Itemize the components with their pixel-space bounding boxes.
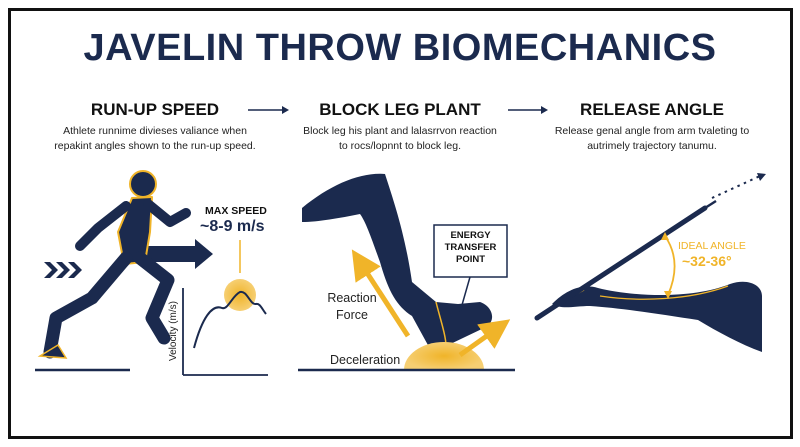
- block-leg-plant-description: Block leg his plant and lalasrrvon react…: [270, 124, 530, 154]
- description-line: Release genal angle from arm tvaleting t…: [554, 125, 750, 137]
- runner-figure: [37, 170, 191, 359]
- energy-label-line: POINT: [455, 254, 486, 265]
- release-angle-title: RELEASE ANGLE: [580, 100, 724, 119]
- energy-transfer-box: [433, 224, 508, 278]
- reaction-label-line: Reaction: [327, 291, 377, 305]
- deceleration-label: Deceleration: [330, 353, 401, 367]
- reaction-label-line: Force: [336, 308, 368, 322]
- page-title: JAVELIN THROW BIOMECHANICS: [83, 27, 717, 69]
- chevrons-icon: [44, 262, 82, 278]
- velocity-curve: [193, 290, 267, 349]
- description-line: Block leg his plant and lalasrrvon react…: [303, 125, 497, 137]
- energy-label-line: TRANSFER: [444, 242, 497, 253]
- block-leg-plant-title: BLOCK LEG PLANT: [319, 100, 481, 119]
- ideal-angle-label: IDEAL ANGLE: [678, 240, 746, 252]
- reaction-arrow-icon: [351, 249, 411, 338]
- description-line: repakint angles shown to the run-up spee…: [54, 140, 256, 152]
- velocity-axis-label: Velocity (m/s): [168, 301, 179, 362]
- trajectory-arrow-icon: [711, 173, 766, 199]
- description-line: autrimely trajectory tanumu.: [587, 140, 717, 152]
- reaction-force-label: Reaction Force: [322, 290, 382, 324]
- flow-arrow-icon: [248, 106, 289, 114]
- flow-arrow-icon: [508, 106, 548, 114]
- run-up-speed-description: Athlete runnime divieses valiance when r…: [25, 124, 285, 154]
- release-angle-description: Release genal angle from arm tvaleting t…: [522, 124, 782, 154]
- angle-arc: [661, 232, 676, 299]
- max-speed-label: MAX SPEED: [205, 205, 267, 217]
- energy-leader-line: [459, 276, 471, 313]
- thrower-arm-figure: [552, 281, 762, 352]
- max-speed-value: ~8-9 m/s: [200, 218, 265, 235]
- javelin: [534, 199, 717, 321]
- peak-glow: [224, 279, 256, 311]
- run-up-speed-title: RUN-UP SPEED: [90, 100, 220, 119]
- energy-label-line: ENERGY: [450, 230, 491, 241]
- energy-transfer-label: ENERGY TRANSFER POINT: [434, 230, 507, 266]
- ideal-angle-value: ~32-36°: [682, 253, 732, 269]
- energy-glow: [404, 342, 484, 370]
- description-line: to rocs/lopnnt to block leg.: [339, 140, 461, 152]
- velocity-chart: [182, 240, 268, 376]
- description-line: Athlete runnime divieses valiance when: [63, 125, 247, 137]
- reaction-arrow-icon: [458, 319, 511, 358]
